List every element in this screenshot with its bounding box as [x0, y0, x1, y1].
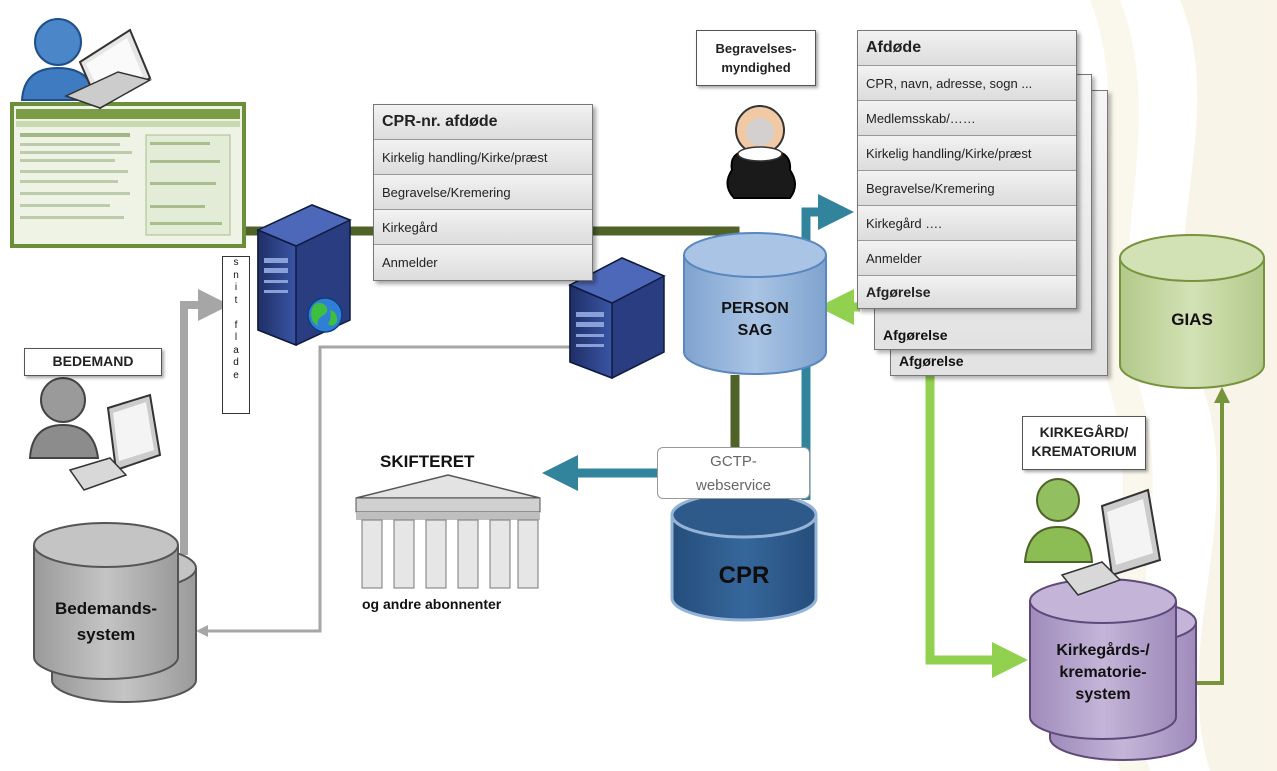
afdode-table-row: CPR, navn, adresse, sogn ...	[858, 66, 1076, 101]
connector-afgorelse-to-kirkegaard	[925, 372, 1028, 678]
snitflade-letter: l	[234, 332, 238, 343]
snitflade-letter: i	[234, 282, 238, 293]
kirkegaards-system-label: Kirkegårds-/ krematorie- system	[1056, 642, 1150, 703]
kirkegaards-system-database	[1029, 578, 1197, 761]
gctp-webservice-box: GCTP- webservice	[657, 447, 810, 499]
kirkegaard-krematorium-label: KIRKEGÅRD/ KREMATORIUM	[1022, 416, 1146, 470]
bedemand-label: BEDEMAND	[24, 348, 162, 376]
bedemand-user-icon	[28, 377, 162, 491]
person-sag-database	[683, 232, 827, 375]
connector-cpr-to-afdode	[801, 194, 854, 500]
cpr-table-row: Anmelder	[374, 245, 592, 280]
snitflade-letter	[223, 307, 249, 320]
afgorelse-label: Afgørelse	[899, 353, 964, 369]
person-sag-label: PERSON SAG	[721, 300, 789, 339]
globe-icon	[307, 297, 343, 333]
cpr-table-row: Kirkegård	[374, 210, 592, 245]
website-screenshot-image	[10, 102, 246, 248]
cpr-table-row: Kirkelig handling/Kirke/præst	[374, 140, 592, 175]
cpr-table-row: Begravelse/Kremering	[374, 175, 592, 210]
afdode-table-row: Begravelse/Kremering	[858, 171, 1076, 206]
laptop-user-icon	[20, 18, 153, 110]
snitflade-interface-box: s n i t f l a d e	[222, 256, 250, 414]
bedemands-system-label: Bedemands- system	[54, 599, 158, 644]
cpr-database	[670, 491, 818, 622]
snitflade-letter: s	[233, 257, 239, 268]
afgorelse-label: Afgørelse	[883, 327, 948, 343]
cpr-table-header: CPR-nr. afdøde	[374, 105, 592, 140]
afdode-table-row: Medlemsskab/……	[858, 101, 1076, 136]
snitflade-letter: e	[233, 369, 239, 381]
priest-icon	[726, 105, 796, 199]
snitflade-letter: f	[234, 319, 238, 331]
cpr-label: CPR	[718, 562, 770, 589]
afdode-table-row: Anmelder	[858, 241, 1076, 276]
person-sag-server-icon	[568, 257, 666, 380]
afdode-table-row: Kirkelig handling/Kirke/præst	[858, 136, 1076, 171]
afdode-table-header: Afdøde	[858, 31, 1076, 66]
snitflade-letter: d	[233, 357, 239, 368]
skifteret-subscribers-label: og andre abonnenter	[362, 596, 502, 612]
snitflade-letter: a	[233, 344, 239, 356]
skifteret-building-image	[355, 474, 541, 589]
snitflade-letter: n	[233, 269, 239, 281]
skifteret-title: SKIFTERET	[380, 452, 475, 471]
cpr-record-table: CPR-nr. afdøde Kirkelig handling/Kirke/p…	[373, 104, 593, 281]
gias-database	[1119, 234, 1265, 389]
bedemands-system-database	[33, 522, 197, 703]
afdode-table-row-afgorelse: Afgørelse	[858, 276, 1076, 308]
connector-kirkegaard-to-gias	[1190, 387, 1230, 685]
snitflade-letter: t	[234, 294, 238, 306]
connector-server-to-bedemand	[196, 345, 570, 637]
begravelsesmyndighed-label: Begravelses- myndighed	[696, 30, 816, 86]
gias-label: GIAS	[1171, 310, 1213, 329]
afdode-table-row: Kirkegård ….	[858, 206, 1076, 241]
afdode-record-table: Afdøde CPR, navn, adresse, sogn ... Medl…	[857, 30, 1077, 309]
kirkegaard-user-icon	[1023, 478, 1162, 596]
connector-bedemand-to-snitflade	[180, 289, 230, 555]
